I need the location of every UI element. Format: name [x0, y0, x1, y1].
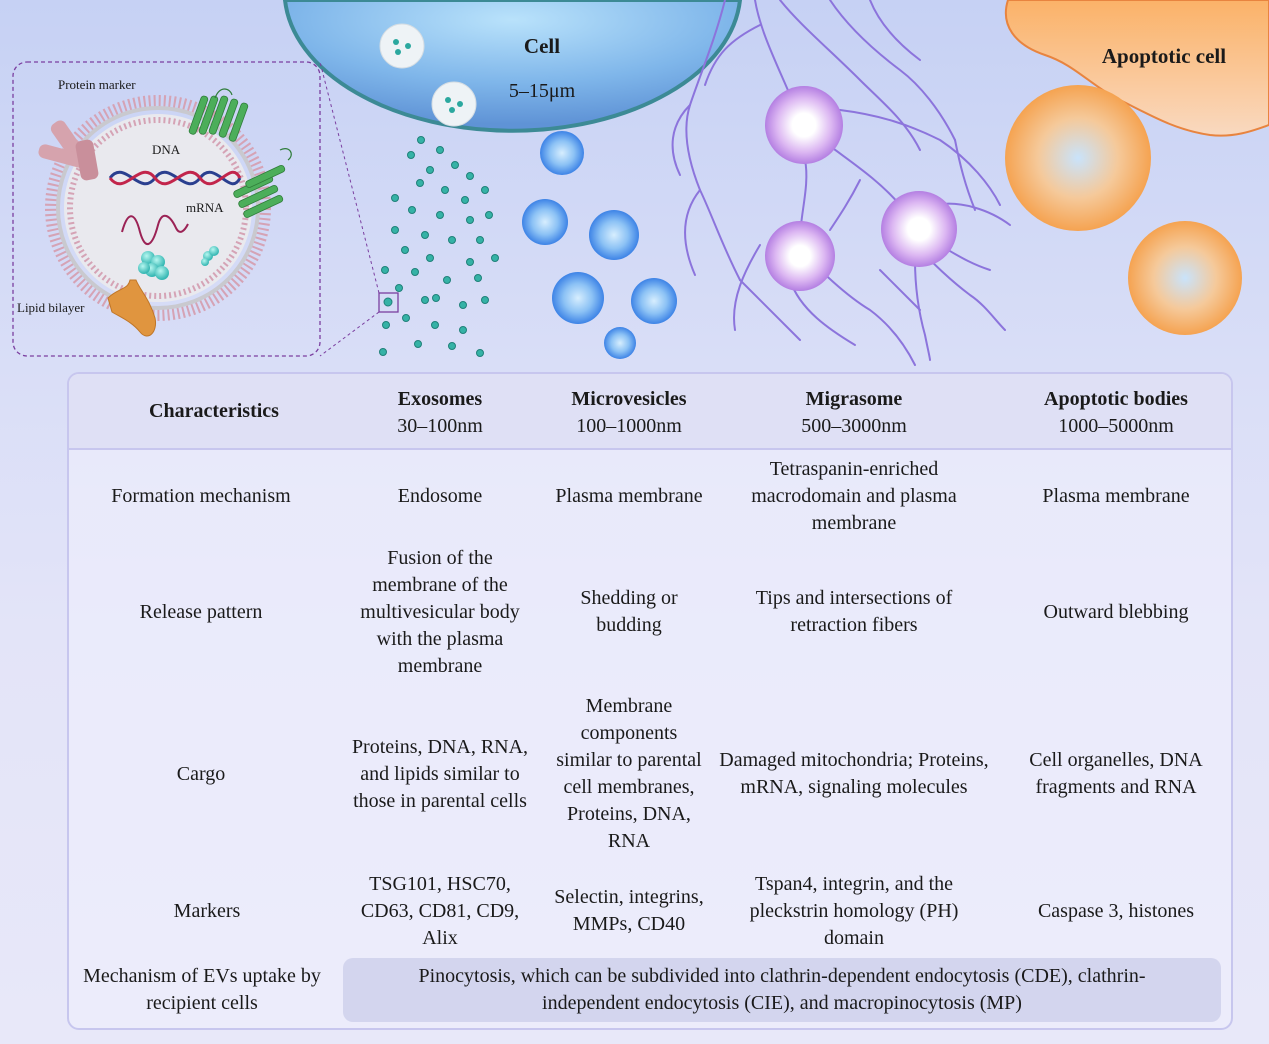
row-label-markers: Markers [173, 899, 241, 922]
ev-comparison-table: Characteristics Exosomes 30–100nm Microv… [67, 372, 1233, 1030]
apoptotic-cell-label: Apoptotic cell [1102, 44, 1226, 68]
header-exosomes: Exosomes 30–100nm [327, 384, 553, 440]
lipid-marker-icon [107, 279, 157, 337]
column-name: Apoptotic bodies [1044, 387, 1188, 410]
column-size: 1000–5000nm [1058, 414, 1174, 437]
table-cell: TSG101, HSC70, CD63, CD81, CD9, Alix [360, 872, 520, 949]
protein-marker-icon [38, 120, 99, 181]
column-size: 30–100nm [397, 414, 483, 437]
mrna-label: mRNA [186, 200, 224, 215]
table-cell: Proteins, DNA, RNA, and lipids similar t… [351, 735, 529, 812]
column-size: 100–1000nm [576, 414, 682, 437]
table-cell: Shedding or budding [580, 587, 678, 636]
dna-label: DNA [152, 142, 181, 157]
transmembrane-protein-icon [188, 95, 286, 218]
apoptotic-body-particles [1005, 85, 1242, 335]
table-cell: Endosome [397, 484, 483, 507]
row-label-formation: Formation mechanism [111, 484, 291, 507]
multivesicular-body-icon [379, 23, 477, 127]
uptake-mechanism-cell: Pinocytosis, which can be subdivided int… [343, 958, 1221, 1022]
header-migrasome: Migrasome 500–3000nm [721, 384, 987, 440]
table-cell: Selectin, integrins, MMPs, CD40 [554, 886, 704, 935]
exosome-particles [379, 136, 499, 357]
table-cell: Tetraspanin-enriched macrodomain and pla… [751, 457, 957, 534]
table-header [69, 374, 1231, 450]
table-cell: Tips and intersections of retraction fib… [755, 587, 953, 636]
table-cell: Plasma membrane [1042, 484, 1190, 507]
microvesicle-particles [522, 131, 677, 359]
header-characteristics: Characteristics [149, 400, 279, 422]
table-cell: Cell organelles, DNA fragments and RNA [1029, 749, 1203, 798]
table-cell: Fusion of the membrane of the multivesic… [360, 546, 520, 677]
table-cell: Caspase 3, histones [1037, 899, 1195, 922]
row-label-uptake: Mechanism of EVs uptake by recipient cel… [83, 965, 321, 1014]
column-size: 500–3000nm [801, 414, 907, 437]
column-name: Exosomes [397, 387, 483, 410]
retraction-fibers [671, 0, 1011, 366]
header-microvesicles: Microvesicles 100–1000nm [537, 384, 721, 440]
protein-cluster-icon [138, 246, 219, 280]
migrasome-particles [765, 86, 957, 291]
table-cell: Plasma membrane [555, 484, 703, 507]
column-name: Migrasome [805, 387, 903, 410]
table-cell: Damaged mitochondria; Proteins, mRNA, si… [719, 749, 989, 798]
exosome-structure-inset: Protein marker DNA mRNA Lipid bilayer [12, 61, 321, 357]
header-apoptotic-bodies: Apoptotic bodies 1000–5000nm [997, 384, 1235, 440]
table-cell: Membrane components similar to parental … [556, 695, 702, 852]
mrna-icon [121, 214, 189, 245]
zoom-marker [378, 292, 399, 313]
ev-illustration: Cell 5–15μm [12, 0, 1269, 366]
cell-size-label: 5–15μm [509, 80, 576, 102]
cell-label: Cell [524, 34, 560, 58]
protein-marker-label: Protein marker [58, 77, 136, 92]
row-label-release: Release pattern [139, 600, 263, 623]
table-cell: Tspan4, integrin, and the pleckstrin hom… [749, 872, 959, 949]
parent-cell [282, 0, 743, 133]
table-cell: Outward blebbing [1043, 600, 1189, 623]
row-label-cargo: Cargo [176, 762, 226, 785]
lipid-bilayer-label: Lipid bilayer [17, 300, 85, 315]
column-name: Microvesicles [571, 387, 687, 410]
